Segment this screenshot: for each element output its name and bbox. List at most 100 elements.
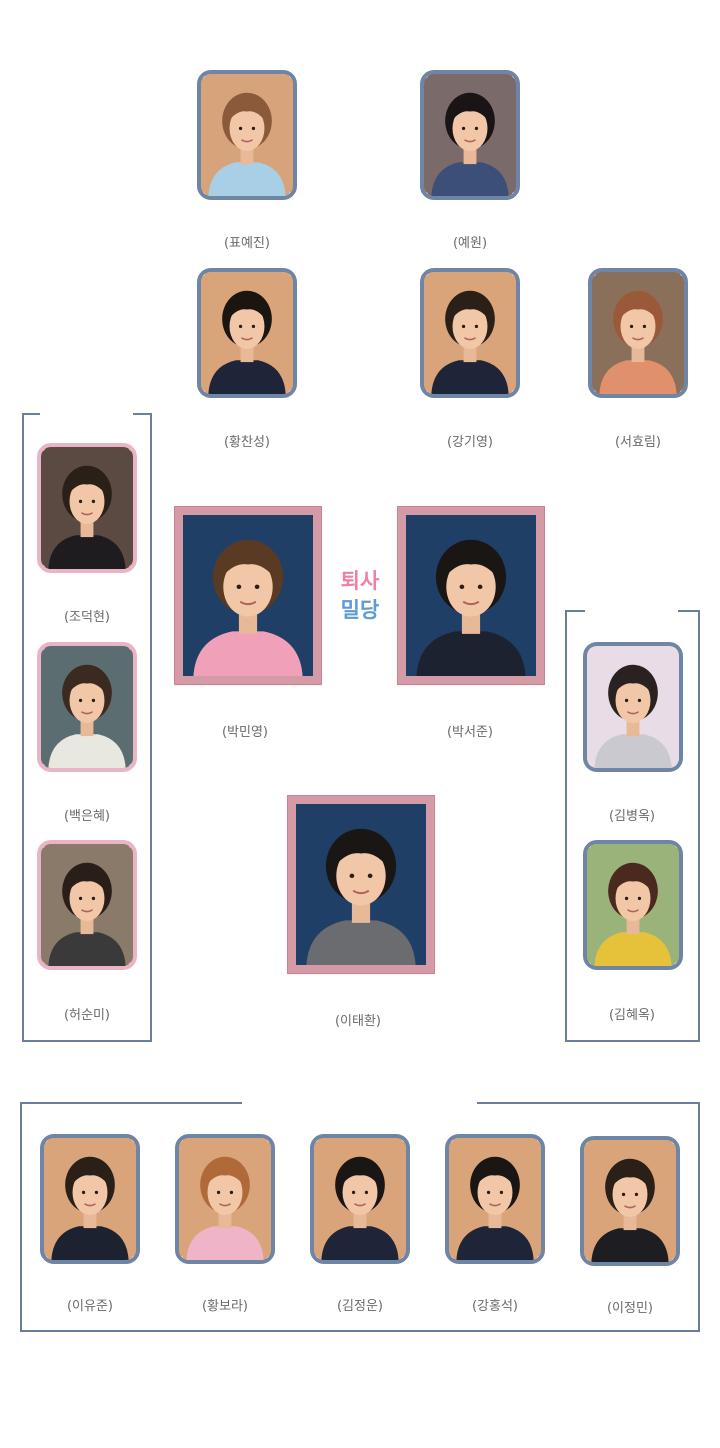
cast-name: (백은혜) (63, 809, 111, 824)
portrait-frame[interactable] (580, 1136, 680, 1266)
cast-name: (표예진) (223, 236, 271, 251)
frame-corner-notch (41, 961, 46, 966)
portrait-photo (296, 804, 426, 965)
portrait-frame[interactable] (420, 268, 520, 398)
frame-corner-notch (511, 272, 516, 277)
frame-corner-notch (128, 646, 133, 651)
portrait-frame[interactable] (37, 840, 137, 970)
frame-corner-notch (41, 447, 46, 452)
frame-corner-notch (266, 1138, 271, 1143)
portrait-photo (183, 515, 313, 676)
frame-corner-notch (288, 191, 293, 196)
lead-portrait-frame[interactable] (397, 506, 545, 685)
frame-corner-notch (41, 646, 46, 651)
frame-corner-notch (587, 763, 592, 768)
frame-corner-notch (314, 1138, 319, 1143)
portrait-photo (587, 646, 679, 768)
portrait-frame[interactable] (420, 70, 520, 200)
bottom-group-bracket-top-left (20, 1102, 242, 1104)
frame-corner-notch (288, 389, 293, 394)
bottom-group-bracket-top-right (477, 1102, 700, 1104)
cast-name: (황찬성) (223, 435, 271, 450)
cast-name: (이유준) (66, 1299, 114, 1314)
frame-corner-notch (41, 844, 46, 849)
portrait-photo (179, 1138, 271, 1260)
right-group-bracket-left (565, 610, 567, 1041)
frame-corner-notch (587, 961, 592, 966)
portrait-photo (41, 447, 133, 569)
cast-name: (박서준) (446, 725, 494, 740)
cast-name: (김정운) (336, 1299, 384, 1314)
frame-corner-notch (128, 447, 133, 452)
cast-name: (허순미) (63, 1008, 111, 1023)
portrait-photo (44, 1138, 136, 1260)
left-group-bracket-top-right (133, 413, 151, 415)
bottom-group-bracket-right (698, 1102, 700, 1331)
frame-corner-notch (201, 389, 206, 394)
relation-label-top: 퇴사 (340, 569, 380, 593)
portrait-photo (424, 272, 516, 394)
lead-portrait-frame[interactable] (174, 506, 322, 685)
frame-corner-notch (424, 272, 429, 277)
left-group-bracket-bottom (22, 1040, 152, 1042)
portrait-frame[interactable] (583, 840, 683, 970)
cast-name: (조덕현) (63, 610, 111, 625)
frame-corner-notch (587, 646, 592, 651)
frame-corner-notch (449, 1138, 454, 1143)
portrait-frame[interactable] (583, 642, 683, 772)
frame-corner-notch (679, 272, 684, 277)
frame-corner-notch (201, 191, 206, 196)
frame-corner-notch (511, 74, 516, 79)
frame-corner-notch (128, 564, 133, 569)
portrait-frame[interactable] (37, 443, 137, 573)
portrait-frame[interactable] (310, 1134, 410, 1264)
portrait-frame[interactable] (445, 1134, 545, 1264)
frame-corner-notch (424, 389, 429, 394)
frame-corner-notch (511, 389, 516, 394)
frame-corner-notch (128, 844, 133, 849)
portrait-photo (587, 844, 679, 966)
frame-corner-notch (592, 389, 597, 394)
frame-corner-notch (44, 1255, 49, 1260)
cast-name: (박민영) (221, 725, 269, 740)
frame-corner-notch (536, 1255, 541, 1260)
frame-corner-notch (41, 564, 46, 569)
cast-name: (이태환) (334, 1014, 382, 1029)
frame-corner-notch (674, 961, 679, 966)
frame-corner-notch (401, 1255, 406, 1260)
frame-corner-notch (41, 763, 46, 768)
frame-corner-notch (424, 191, 429, 196)
portrait-frame[interactable] (175, 1134, 275, 1264)
portrait-frame[interactable] (197, 268, 297, 398)
frame-corner-notch (128, 763, 133, 768)
left-group-bracket-left (22, 413, 24, 1041)
cast-name: (예원) (452, 236, 488, 251)
frame-corner-notch (179, 1138, 184, 1143)
portrait-photo (592, 272, 684, 394)
bottom-group-bracket-left (20, 1102, 22, 1331)
portrait-frame[interactable] (40, 1134, 140, 1264)
portrait-photo (584, 1140, 676, 1262)
lead-portrait-frame[interactable] (287, 795, 435, 974)
frame-corner-notch (266, 1255, 271, 1260)
right-group-bracket-bottom (565, 1040, 700, 1042)
frame-corner-notch (201, 74, 206, 79)
portrait-photo (424, 74, 516, 196)
frame-corner-notch (44, 1138, 49, 1143)
cast-name: (서효림) (614, 435, 662, 450)
bottom-group-bracket-bottom (20, 1330, 700, 1332)
frame-corner-notch (424, 74, 429, 79)
portrait-photo (314, 1138, 406, 1260)
frame-corner-notch (314, 1255, 319, 1260)
portrait-frame[interactable] (37, 642, 137, 772)
frame-corner-notch (401, 1138, 406, 1143)
portrait-frame[interactable] (197, 70, 297, 200)
frame-corner-notch (201, 272, 206, 277)
frame-corner-notch (288, 74, 293, 79)
portrait-frame[interactable] (588, 268, 688, 398)
frame-corner-notch (449, 1255, 454, 1260)
frame-corner-notch (179, 1255, 184, 1260)
frame-corner-notch (671, 1257, 676, 1262)
cast-name: (황보라) (201, 1299, 249, 1314)
relation-label-bottom: 밀당 (340, 598, 380, 622)
